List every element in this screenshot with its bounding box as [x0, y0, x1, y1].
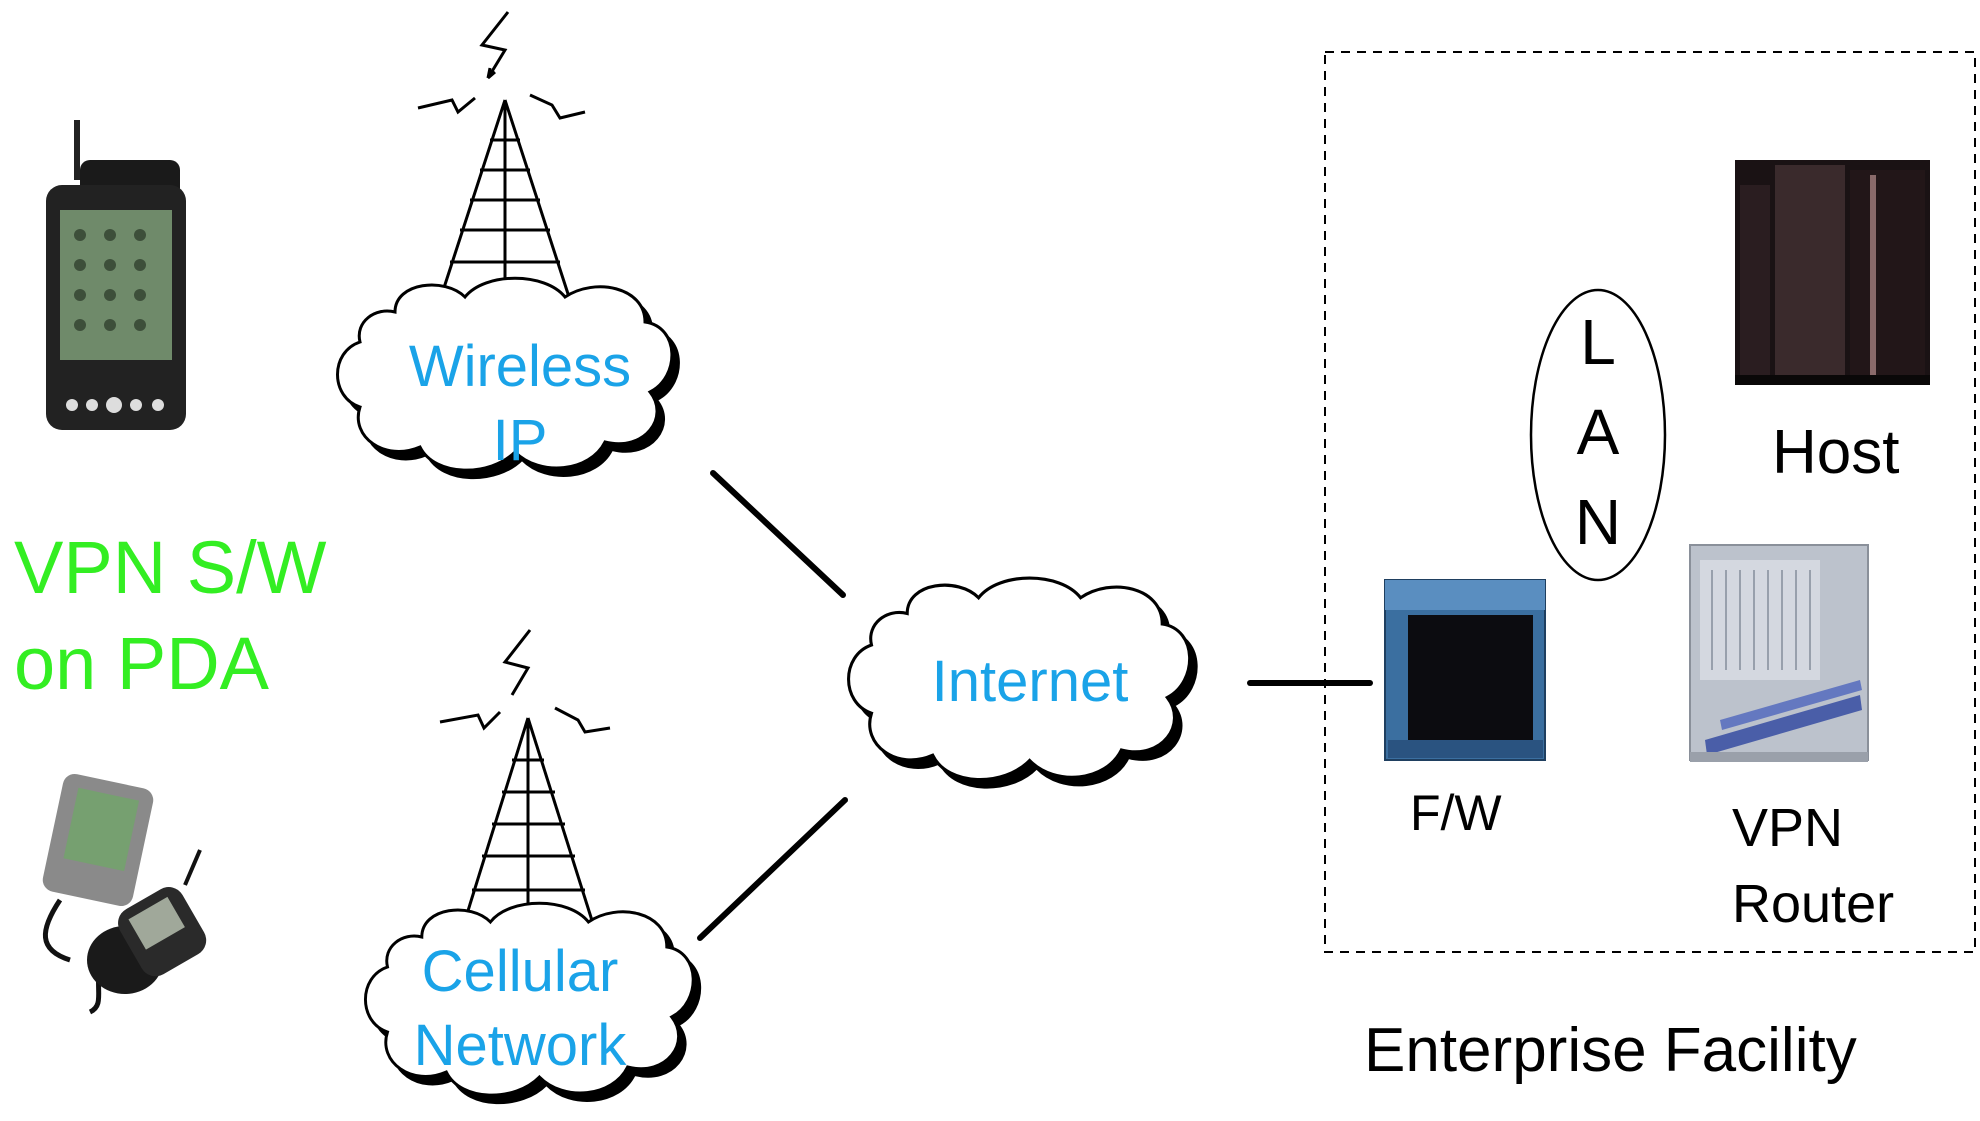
- vpn-router-line2: Router: [1732, 874, 1895, 934]
- vpn-router-icon: [1689, 544, 1869, 762]
- enterprise-facility-title: Enterprise Facility: [1364, 1016, 1857, 1085]
- internet-label: Internet: [931, 649, 1129, 714]
- cellular-network-line2: Network: [413, 1013, 627, 1078]
- lan-letter-a: A: [1576, 396, 1620, 468]
- host-label: Host: [1772, 418, 1900, 487]
- lan-letter-n: N: [1574, 486, 1622, 558]
- wireless-ip-line1: Wireless: [408, 334, 632, 399]
- vpn-router-line1: VPN: [1732, 798, 1844, 858]
- wireless-ip-label: Wireless IP: [380, 330, 660, 478]
- vpn-router-label: VPN Router: [1732, 790, 1894, 942]
- pda-label-line2: on PDA: [14, 622, 270, 705]
- connection-lines: [697, 470, 1373, 941]
- firewall-label: F/W: [1410, 785, 1502, 841]
- radio-tower-icon: [417, 11, 586, 301]
- pda-label-line1: VPN S/W: [14, 526, 327, 609]
- link-cellular-internet: [697, 797, 848, 941]
- wireless-ip-line2: IP: [492, 408, 548, 473]
- pda-with-phone-icon: [42, 773, 207, 1015]
- cellular-network-label: Cellular Network: [390, 935, 650, 1083]
- lan-ellipse: [1529, 288, 1667, 582]
- host-server-icon: [1735, 160, 1930, 385]
- cellular-network-line1: Cellular: [421, 939, 619, 1004]
- enterprise-boundary: [1324, 51, 1976, 953]
- radio-tower-icon: [439, 629, 611, 931]
- link-wireless-internet: [710, 470, 846, 598]
- firewall-icon: [1384, 579, 1546, 761]
- pda-handheld-icon: [46, 120, 186, 430]
- lan-letter-l: L: [1580, 306, 1616, 378]
- pda-label: VPN S/W on PDA: [14, 520, 326, 712]
